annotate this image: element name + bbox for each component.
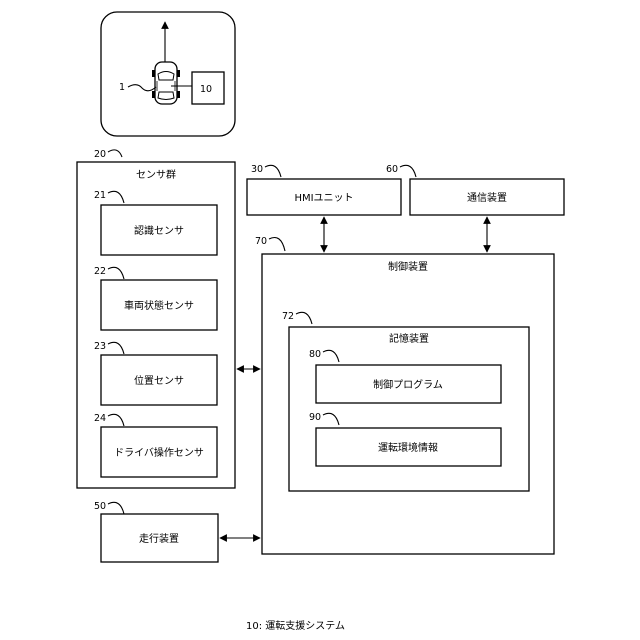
- travel-device: 50 走行装置: [94, 501, 218, 562]
- comm-label: 通信装置: [467, 191, 507, 204]
- sensor-group: 20 センサ群 21 認識センサ 22 車両状態センサ 23 位置センサ 24 …: [77, 149, 235, 488]
- vehicle-ref: 1: [119, 82, 125, 93]
- controller-title: 制御装置: [388, 260, 428, 273]
- sensor-ref: 23: [94, 341, 106, 352]
- env-info-label: 運転環境情報: [378, 441, 438, 454]
- program-ref: 80: [309, 349, 321, 360]
- controller-ref: 70: [255, 236, 267, 247]
- storage-title: 記憶装置: [389, 332, 429, 345]
- sensor-label: ドライバ操作センサ: [114, 446, 204, 459]
- system-ref: 10: [200, 84, 212, 95]
- hmi-unit: 30 HMIユニット: [247, 164, 401, 215]
- sensor-group-ref: 20: [94, 149, 106, 160]
- hmi-ref: 30: [251, 164, 263, 175]
- controller: 70 制御装置 72 記憶装置 80 制御プログラム 90 運転環境情報: [255, 236, 554, 554]
- travel-ref: 50: [94, 501, 106, 512]
- hmi-label: HMIユニット: [294, 193, 353, 204]
- sensor-label: 位置センサ: [134, 374, 184, 387]
- sensor-label: 車両状態センサ: [124, 299, 194, 312]
- travel-label: 走行装置: [139, 532, 179, 545]
- comm-ref: 60: [386, 164, 398, 175]
- sensor-label: 認識センサ: [134, 224, 184, 237]
- sensor-ref: 22: [94, 266, 106, 277]
- sensor-ref: 24: [94, 413, 106, 424]
- env-info-ref: 90: [309, 412, 321, 423]
- figure-caption: 10: 運転支援システム: [246, 619, 345, 632]
- sensor-ref: 21: [94, 190, 106, 201]
- storage-ref: 72: [282, 311, 294, 322]
- sensor-group-title: センサ群: [136, 168, 176, 181]
- program-label: 制御プログラム: [373, 378, 443, 391]
- car-icon: [152, 62, 180, 104]
- communication-device: 60 通信装置: [386, 164, 564, 215]
- vehicle-inset: 1 10: [101, 12, 235, 136]
